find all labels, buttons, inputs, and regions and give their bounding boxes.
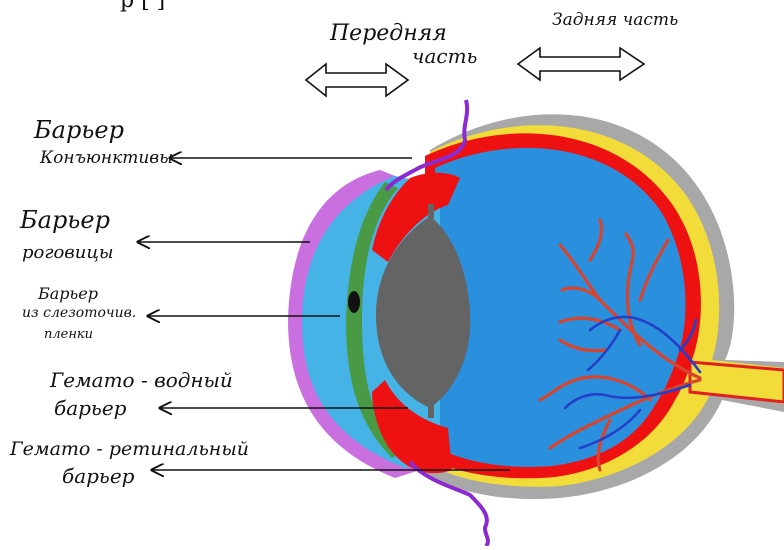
barrier-conjunctiva-label-line-1: Барьер	[34, 118, 124, 143]
barrier-tear-film-label-line-2: из слезоточив.	[22, 306, 136, 321]
barrier-blood-aqueous-label-line-1: Гемато - водный	[50, 370, 233, 391]
barrier-blood-retinal-label-line-1: Гемато - ретинальный	[10, 440, 249, 460]
pupil-mark	[348, 291, 360, 313]
barrier-cornea-label-line-1: Барьер	[20, 208, 110, 233]
barrier-blood-retinal-label-line-2: барьер	[62, 466, 134, 487]
posterior-region-label: Задняя часть	[552, 12, 678, 30]
barrier-blood-aqueous-label-line-2: барьер	[54, 398, 126, 419]
barrier-tear-film-label-line-1: Барьер	[38, 286, 98, 303]
anterior-region-label-line-2: часть	[412, 46, 477, 67]
anterior-region-arrow	[306, 64, 408, 96]
header-fragment: р [ ]	[120, 0, 165, 13]
barrier-cornea-label-line-2: роговицы	[22, 244, 114, 263]
barrier-tear-film-label-line-3: пленки	[44, 328, 93, 342]
posterior-region-arrow	[518, 48, 644, 80]
anterior-region-label-line-1: Передняя	[330, 22, 447, 45]
barrier-conjunctiva-label-line-2: Конъюнктивы	[40, 150, 173, 168]
